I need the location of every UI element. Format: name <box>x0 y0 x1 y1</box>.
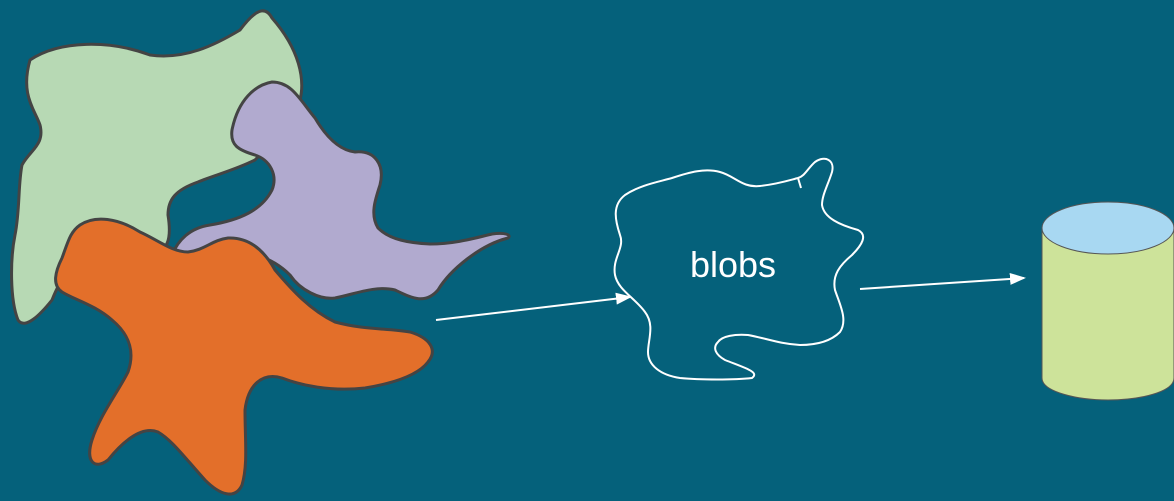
arrow-to-blobs <box>436 297 630 320</box>
arrow-to-database <box>860 278 1024 289</box>
blob-notch <box>798 178 801 188</box>
database-cylinder-icon <box>1042 202 1174 400</box>
cylinder-top <box>1042 202 1174 254</box>
blob-label: blobs <box>690 244 776 285</box>
